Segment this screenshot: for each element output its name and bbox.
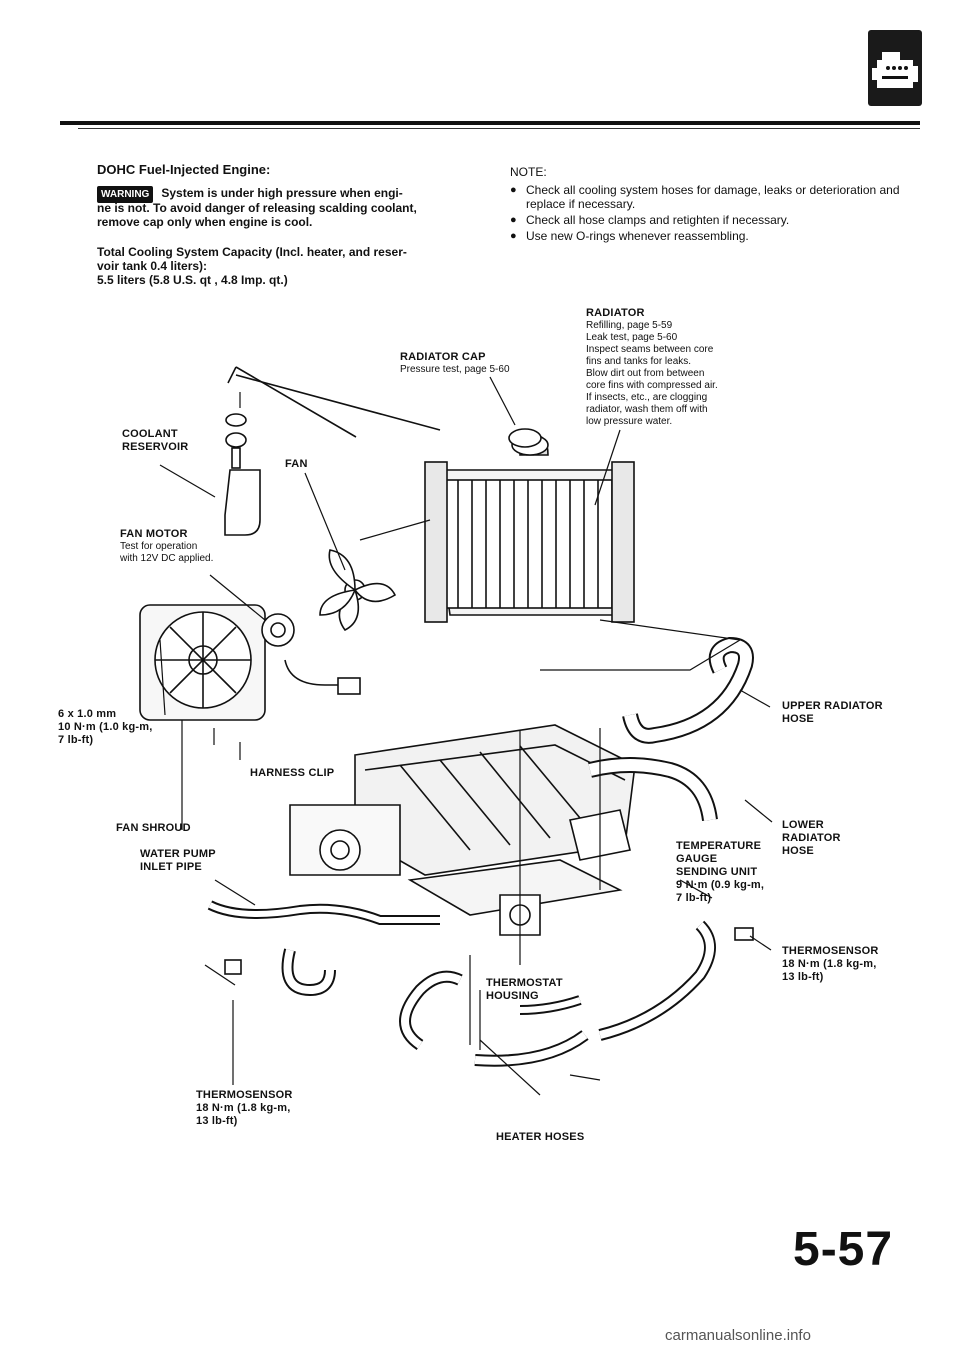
bolt-spec-label: 10 N·m (1.0 kg-m,: [58, 721, 153, 733]
temp-sending-unit-label: GAUGE: [676, 853, 718, 865]
upper-radiator-hose-illustration: [622, 636, 754, 744]
thermosensor-right-label: THERMOSENSOR: [782, 945, 879, 957]
note-item: Check all cooling system hoses for damag…: [510, 183, 910, 211]
thermostat-housing-label: HOUSING: [486, 990, 539, 1002]
water-pump-inlet-label: INLET PIPE: [140, 861, 202, 873]
fan-motor-label: FAN MOTOR: [120, 528, 188, 540]
lower-radiator-hose-label: LOWER: [782, 819, 824, 831]
fan-shroud-illustration: [139, 604, 266, 721]
water-pump-inlet-pipe-illustration: [207, 900, 440, 925]
radiator-note: Leak test, page 5-60: [586, 332, 678, 343]
temp-sending-unit-label: TEMPERATURE: [676, 840, 762, 852]
thermosensor-right-illustration: [734, 927, 754, 941]
upper-radiator-hose-label: UPPER RADIATOR: [782, 700, 883, 712]
radiator-label: RADIATOR: [586, 307, 645, 319]
radiator-note: Refilling, page 5-59: [586, 320, 673, 331]
temp-sending-unit-label: SENDING UNIT: [676, 866, 758, 878]
warning-line-3: remove cap only when engine is cool.: [97, 215, 313, 229]
page-number: 5-57: [793, 1223, 894, 1276]
fan-illustration: [319, 549, 397, 632]
fan-motor-note: with 12V DC applied.: [120, 553, 214, 564]
engine-section-icon: [868, 30, 922, 106]
heater-hoses-illustration: [281, 920, 716, 1067]
radiator-note: Inspect seams between core: [586, 344, 714, 355]
radiator-note: radiator, wash them off with: [586, 404, 708, 415]
site-watermark[interactable]: carmanualsonline.info: [665, 1327, 811, 1344]
engine-block-illustration: [289, 724, 636, 916]
lower-radiator-hose-illustration: [588, 757, 718, 822]
thermosensor-right-label: 18 N·m (1.8 kg-m,: [782, 958, 877, 970]
heater-hoses-label: HEATER HOSES: [496, 1131, 585, 1143]
lower-radiator-hose-label: RADIATOR: [782, 832, 841, 844]
fan-motor-illustration: [261, 613, 361, 695]
upper-radiator-hose-label: HOSE: [782, 713, 814, 725]
engine-title: DOHC Fuel-Injected Engine:: [97, 162, 271, 177]
radiator-cap-note: Pressure test, page 5-60: [400, 364, 510, 375]
radiator-illustration: [424, 434, 635, 623]
note-item: Check all hose clamps and retighten if n…: [510, 213, 910, 227]
note-list: Check all cooling system hoses for damag…: [510, 183, 910, 245]
thermostat-housing-label: THERMOSTAT: [486, 977, 563, 989]
note-item: Use new O-rings whenever reassembling.: [510, 229, 910, 243]
radiator-note: If insects, etc., are clogging: [586, 392, 708, 403]
radiator-note: Blow dirt out from between: [586, 368, 705, 379]
coolant-reservoir-label: COOLANT: [122, 428, 178, 440]
thermosensor-left-label: THERMOSENSOR: [196, 1089, 293, 1101]
note-heading: NOTE:: [510, 165, 547, 179]
coolant-reservoir-illustration: [224, 366, 441, 536]
warning-line-2: ne is not. To avoid danger of releasing …: [97, 201, 417, 215]
radiator-note: core fins with compressed air.: [586, 380, 718, 391]
thermosensor-left-label: 13 lb-ft): [196, 1115, 238, 1127]
radiator-note: low pressure water.: [586, 416, 673, 427]
bolt-spec-label: 6 x 1.0 mm: [58, 708, 117, 720]
water-pump-inlet-label: WATER PUMP: [140, 848, 216, 860]
fan-shroud-label: FAN SHROUD: [116, 822, 191, 834]
warning-badge: WARNING: [97, 186, 154, 203]
fan-motor-note: Test for operation: [120, 541, 198, 552]
bolt-spec-label: 7 lb-ft): [58, 734, 94, 746]
coolant-reservoir-label: RESERVOIR: [122, 441, 189, 453]
radiator-note: fins and tanks for leaks.: [586, 356, 692, 367]
fan-label: FAN: [285, 458, 308, 470]
thermosensor-right-label: 13 lb-ft): [782, 971, 824, 983]
temp-sending-unit-label: 7 lb-ft): [676, 892, 712, 904]
radiator-cap-label: RADIATOR CAP: [400, 351, 486, 363]
temp-sending-unit-label: 9 N·m (0.9 kg-m,: [676, 879, 765, 891]
capacity-line-2: voir tank 0.4 liters):: [97, 259, 208, 273]
capacity-line-3: 5.5 liters (5.8 U.S. qt , 4.8 Imp. qt.): [97, 273, 288, 287]
thermosensor-left-illustration: [224, 959, 242, 975]
capacity-line-1: Total Cooling System Capacity (Incl. hea…: [97, 245, 407, 259]
lower-radiator-hose-label: HOSE: [782, 845, 814, 857]
radiator-cap-illustration: [508, 428, 542, 448]
header-rule: [60, 121, 920, 125]
header-rule-thin: [78, 128, 920, 129]
harness-clip-label: HARNESS CLIP: [250, 767, 335, 779]
thermosensor-left-label: 18 N·m (1.8 kg-m,: [196, 1102, 291, 1114]
